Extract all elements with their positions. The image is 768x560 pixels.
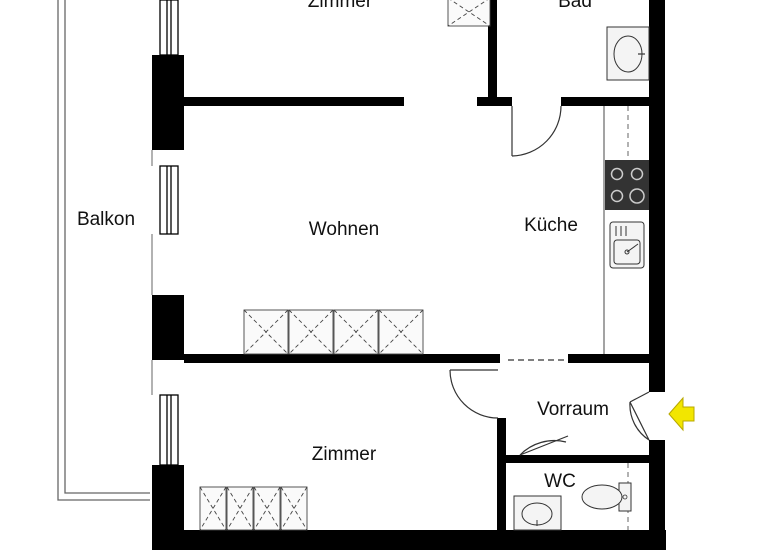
toilet-icon <box>581 482 632 512</box>
radiator-icon <box>333 309 379 355</box>
room-label-zimmer-top: Zimmer <box>308 0 373 12</box>
radiator-icon <box>253 486 281 531</box>
kitchen-sink-icon <box>609 221 645 269</box>
cooktop-icon <box>605 160 649 210</box>
shower-icon <box>447 0 491 27</box>
radiator-icon <box>199 486 227 531</box>
balcony <box>57 0 150 501</box>
radiator-icon <box>280 486 308 531</box>
door-swing-icon <box>629 391 650 441</box>
walls <box>152 0 666 550</box>
radiator-icon <box>288 309 334 355</box>
window-icon <box>159 394 179 466</box>
door-swing-icon <box>519 435 569 456</box>
radiator-icon <box>243 309 289 355</box>
window-icon <box>159 0 179 56</box>
wc-fixtures <box>513 463 632 531</box>
door-swing-icon <box>449 369 499 419</box>
room-label-vorraum: Vorraum <box>537 399 609 420</box>
door-swing-icon <box>511 105 562 157</box>
doors <box>449 105 650 456</box>
kitchen-counter <box>603 106 649 354</box>
washbasin-icon <box>513 495 562 531</box>
radiator-zimmer <box>199 486 308 531</box>
room-label-wc: WC <box>544 471 576 492</box>
room-label-bad: Bad <box>558 0 592 12</box>
windows <box>151 0 179 466</box>
entrance-arrow-icon <box>668 396 695 432</box>
window-icon <box>159 165 179 235</box>
room-label-wohnen: Wohnen <box>309 219 379 240</box>
room-label-zimmer-bottom: Zimmer <box>312 444 377 465</box>
room-label-balkon: Balkon <box>77 209 135 230</box>
radiator-icon <box>378 309 424 355</box>
radiator-icon <box>226 486 254 531</box>
radiator-wohnen <box>243 309 424 355</box>
room-label-kueche: Küche <box>524 215 578 236</box>
washbasin-icon <box>606 26 650 81</box>
